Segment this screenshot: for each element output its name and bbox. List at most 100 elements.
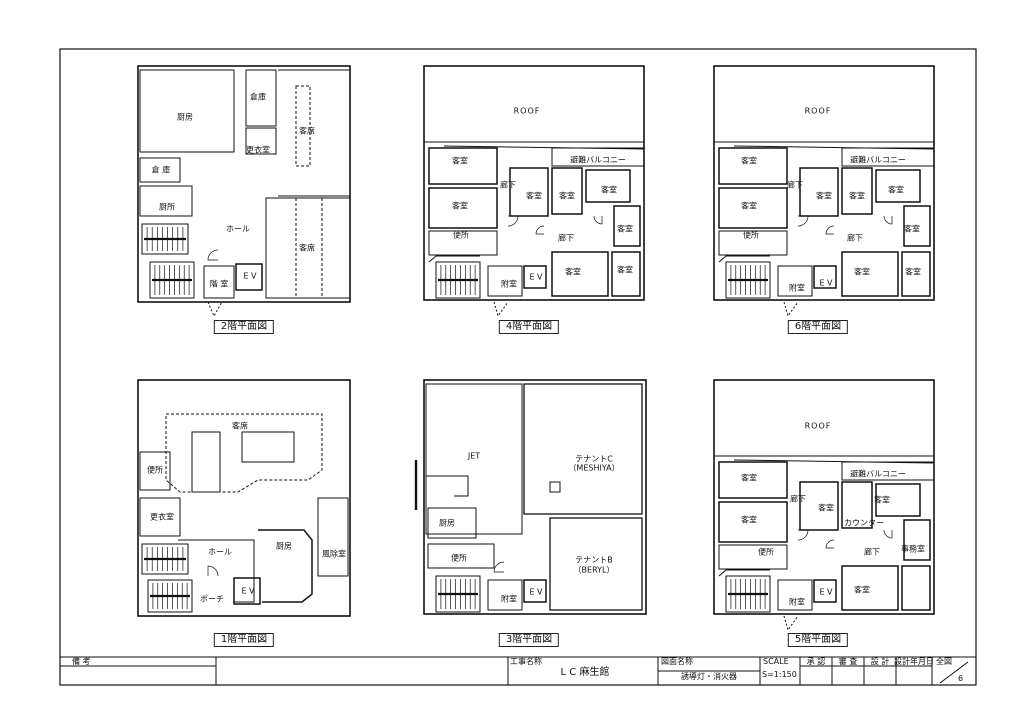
floor5-stairs-outline xyxy=(725,575,771,613)
floor3-kitchen xyxy=(427,507,477,539)
floor2-kitchen xyxy=(139,69,235,153)
floor6-label-roof: ROOF xyxy=(804,106,832,116)
floor1-label-porch: ポーチ xyxy=(200,594,224,604)
floor1-bench-1 xyxy=(191,431,221,493)
floor5-label-balcony: 避難バルコニー xyxy=(850,469,906,479)
floor5-room-e xyxy=(875,483,921,517)
floor5-roof-area xyxy=(713,379,935,457)
floor6-toilet xyxy=(718,230,788,256)
floor4-vestibule xyxy=(487,265,523,297)
sheet-total-label: 全図 xyxy=(936,657,952,666)
floor4-outer-wall xyxy=(423,65,645,301)
floor6-room-g xyxy=(841,251,899,297)
floor6-stairs-outline xyxy=(725,261,771,299)
floor1-label-seats: 客席 xyxy=(232,421,248,431)
floor4-label-room3: 客室 xyxy=(526,191,542,201)
floor2-toilet xyxy=(139,185,193,217)
floor3-jet xyxy=(425,383,523,535)
floor6-title: 6階平面図 xyxy=(787,320,849,334)
scale-label: SCALE xyxy=(763,657,789,666)
floor5-label-toilet: 便所 xyxy=(758,547,774,557)
floor4-room-h xyxy=(611,251,641,297)
floor3-partition xyxy=(426,475,469,497)
floor4-label-room6: 客室 xyxy=(617,224,633,234)
drawing-name: 誘導灯・消火器 xyxy=(681,672,737,681)
title-block-lines xyxy=(60,656,976,685)
floor2-storage2 xyxy=(139,157,181,183)
floor3-label-ev: E V xyxy=(529,587,543,597)
floor4-door-1 xyxy=(507,215,519,227)
floor3-label-meshiya: （MESHIYA） xyxy=(568,463,620,473)
floor4-label-toilet: 便所 xyxy=(453,230,469,240)
floor6-room-h xyxy=(901,251,931,297)
floor4-room-a xyxy=(428,147,498,185)
floor4-room-g xyxy=(551,251,609,297)
floor1-ev xyxy=(233,577,261,605)
floor5-label-room1: 客室 xyxy=(741,473,757,483)
floor4-label-room5: 客室 xyxy=(601,185,617,195)
floor5-label-office: 事務室 xyxy=(901,544,925,554)
floor1-door xyxy=(207,565,219,577)
floor1-label-kitchen: 厨房 xyxy=(276,541,292,551)
floor5-label-corridor2: 廊下 xyxy=(864,547,880,557)
floor6-door-2 xyxy=(825,225,835,235)
floor5-label-corridor1: 廊下 xyxy=(790,494,806,504)
floor2-exit-mark xyxy=(207,301,223,318)
floor1-label-ev: E V xyxy=(241,586,255,596)
floor4-label-roof: ROOF xyxy=(513,106,541,116)
floor6-label-corridor1: 廊下 xyxy=(787,180,803,190)
floor6-room-e xyxy=(875,169,921,203)
floor2-ev xyxy=(235,263,263,291)
floor6-door-3 xyxy=(883,215,893,225)
floor2-label-ev: E V xyxy=(243,271,257,281)
floor5-label-roof: ROOF xyxy=(804,421,832,431)
floor1-label-toilet: 便所 xyxy=(147,465,163,475)
floor6-label-corridor2: 廊下 xyxy=(847,233,863,243)
floor6-vestibule xyxy=(777,265,813,297)
floor2-label-hall: ホール xyxy=(226,224,250,234)
floor3-title: 3階平面図 xyxy=(498,633,560,647)
floor4-stair-wall xyxy=(428,255,480,263)
floor4-door-2 xyxy=(535,225,545,235)
project-label: 工事名称 xyxy=(510,657,542,666)
floor6-label-room7: 客室 xyxy=(854,267,870,277)
floor5-room-g xyxy=(841,565,899,611)
floor5-ev xyxy=(813,579,837,603)
floor5-label-room4: 客室 xyxy=(874,495,890,505)
floor6-roof-area xyxy=(713,65,935,143)
floor6-label-vestibule: 附室 xyxy=(789,283,805,293)
checked-label: 審 査 xyxy=(838,657,858,666)
floor6-balcony xyxy=(841,147,935,167)
floor5-toilet xyxy=(718,544,788,570)
floor4-label-room7: 客室 xyxy=(565,267,581,277)
floor5-label-counter: カウンター xyxy=(844,518,884,528)
floor4-room-e xyxy=(585,169,631,203)
floor2-locker xyxy=(245,127,277,155)
floor4-label-corridor1: 廊下 xyxy=(500,180,516,190)
scale-value: S=1:150 xyxy=(762,670,797,679)
floor3-column xyxy=(549,481,561,493)
sheet-number: 6 xyxy=(958,674,964,683)
floor4-label-room1: 客室 xyxy=(452,156,468,166)
floor5-room-f xyxy=(903,519,931,561)
floor2-vestibule xyxy=(203,265,235,299)
floor3-tenant-b xyxy=(549,517,643,611)
floor3-label-vestibule: 附室 xyxy=(501,594,517,604)
floor2-label-locker: 更衣室 xyxy=(246,145,270,155)
floor4-stairs-outline xyxy=(435,261,481,299)
floor3-label-toilet: 便所 xyxy=(451,553,467,563)
floor4-label-room2: 客室 xyxy=(452,201,468,211)
floor2-label-toilet: 厨所 xyxy=(159,202,175,212)
floor1-label-hall: ホール xyxy=(208,547,232,557)
floor6-door-1 xyxy=(797,215,809,227)
floor5-door-3 xyxy=(883,529,893,539)
floor2-label-vestibule: 階 室 xyxy=(209,279,229,289)
floor1-stairs-a-outline xyxy=(141,543,189,575)
drawing-label: 図面名称 xyxy=(661,657,693,666)
floor3-outer-wall xyxy=(423,379,647,615)
floor3-ev xyxy=(523,579,547,603)
floor2-stairs-b-outline xyxy=(149,261,195,299)
floor2-door xyxy=(207,249,219,261)
floor3-label-beryl: （BERYL） xyxy=(573,565,615,575)
floor4-balcony xyxy=(551,147,645,167)
